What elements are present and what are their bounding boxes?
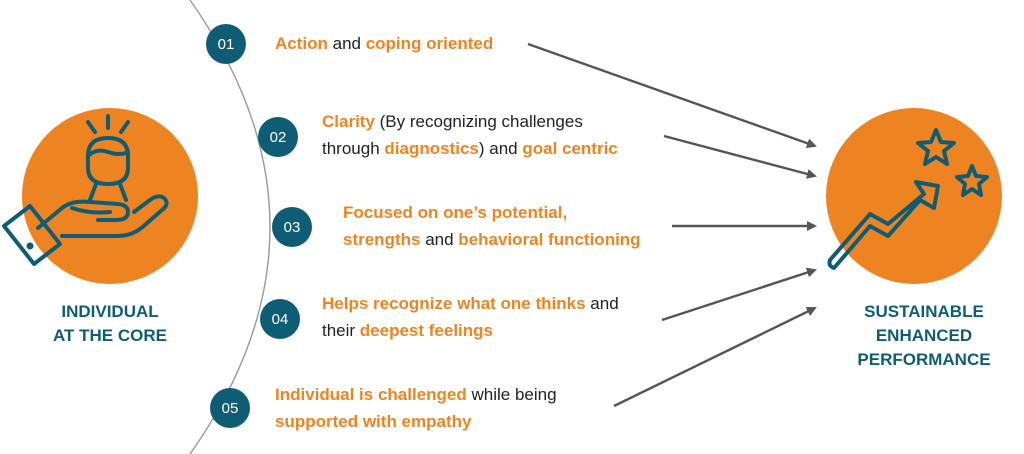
step-text-05: Individual is challenged while being supp… (275, 381, 557, 435)
body-text: ) and (478, 139, 523, 158)
step-text-01: Action and coping oriented (275, 30, 493, 57)
step-text-line: Helps recognize what one thinks and (322, 290, 619, 317)
step-badge-04: 04 (260, 299, 300, 339)
highlighted-text: Action (275, 34, 328, 53)
connector-arrows (527, 42, 817, 408)
step-text-line: their deepest feelings (322, 317, 619, 344)
step-badge-05: 05 (210, 388, 250, 428)
body-text: (By recognizing challenges (374, 112, 583, 131)
body-text: and (420, 230, 459, 249)
body-text: their (322, 321, 360, 340)
highlighted-text: diagnostics (384, 139, 479, 158)
step-text-03: Focused on one’s potential, strengths and… (343, 199, 641, 253)
individual-label: INDIVIDUAL AT THE CORE (53, 302, 167, 345)
performance-circle (826, 108, 1002, 284)
timeline-curve (189, 0, 271, 454)
highlighted-text: behavioral functioning (458, 230, 641, 249)
highlighted-text: Focused on one’s potential, (343, 203, 568, 222)
highlighted-text: deepest feelings (359, 321, 494, 340)
arrow-02 (663, 134, 817, 179)
highlighted-text: Helps recognize what one thinks (322, 294, 586, 313)
step-text-line: through diagnostics) and goal centric (322, 135, 618, 162)
hand-with-person-icon (2, 114, 169, 266)
step-text-line: Individual is challenged while being (275, 381, 557, 408)
step-text-line: Action and coping oriented (275, 30, 493, 57)
arrow-01 (527, 42, 817, 149)
highlighted-text: goal centric (522, 139, 618, 158)
step-badge-03: 03 (272, 207, 312, 247)
step-text-line: supported with empathy (275, 408, 557, 435)
arrow-05 (613, 306, 817, 408)
highlighted-text: supported with empathy (275, 412, 472, 431)
highlighted-text: strengths (343, 230, 421, 249)
body-text: through (322, 139, 385, 158)
step-badge-01: 01 (206, 24, 246, 64)
step-text-line: Clarity (By recognizing challenges (322, 108, 618, 135)
body-text: and (585, 294, 619, 313)
arrow-04 (661, 267, 817, 322)
highlighted-text: coping oriented (365, 34, 494, 53)
step-text-line: strengths and behavioral functioning (343, 226, 641, 253)
growth-arrow-stars-icon (827, 128, 989, 270)
body-text: while being (466, 385, 557, 404)
step-text-line: Focused on one’s potential, (343, 199, 641, 226)
body-text: and (327, 34, 366, 53)
highlighted-text: Individual is challenged (275, 385, 467, 404)
highlighted-text: Clarity (322, 112, 375, 131)
performance-label: SUSTAINABLE ENHANCED PERFORMANCE (857, 302, 991, 369)
step-badge-02: 02 (258, 117, 298, 157)
